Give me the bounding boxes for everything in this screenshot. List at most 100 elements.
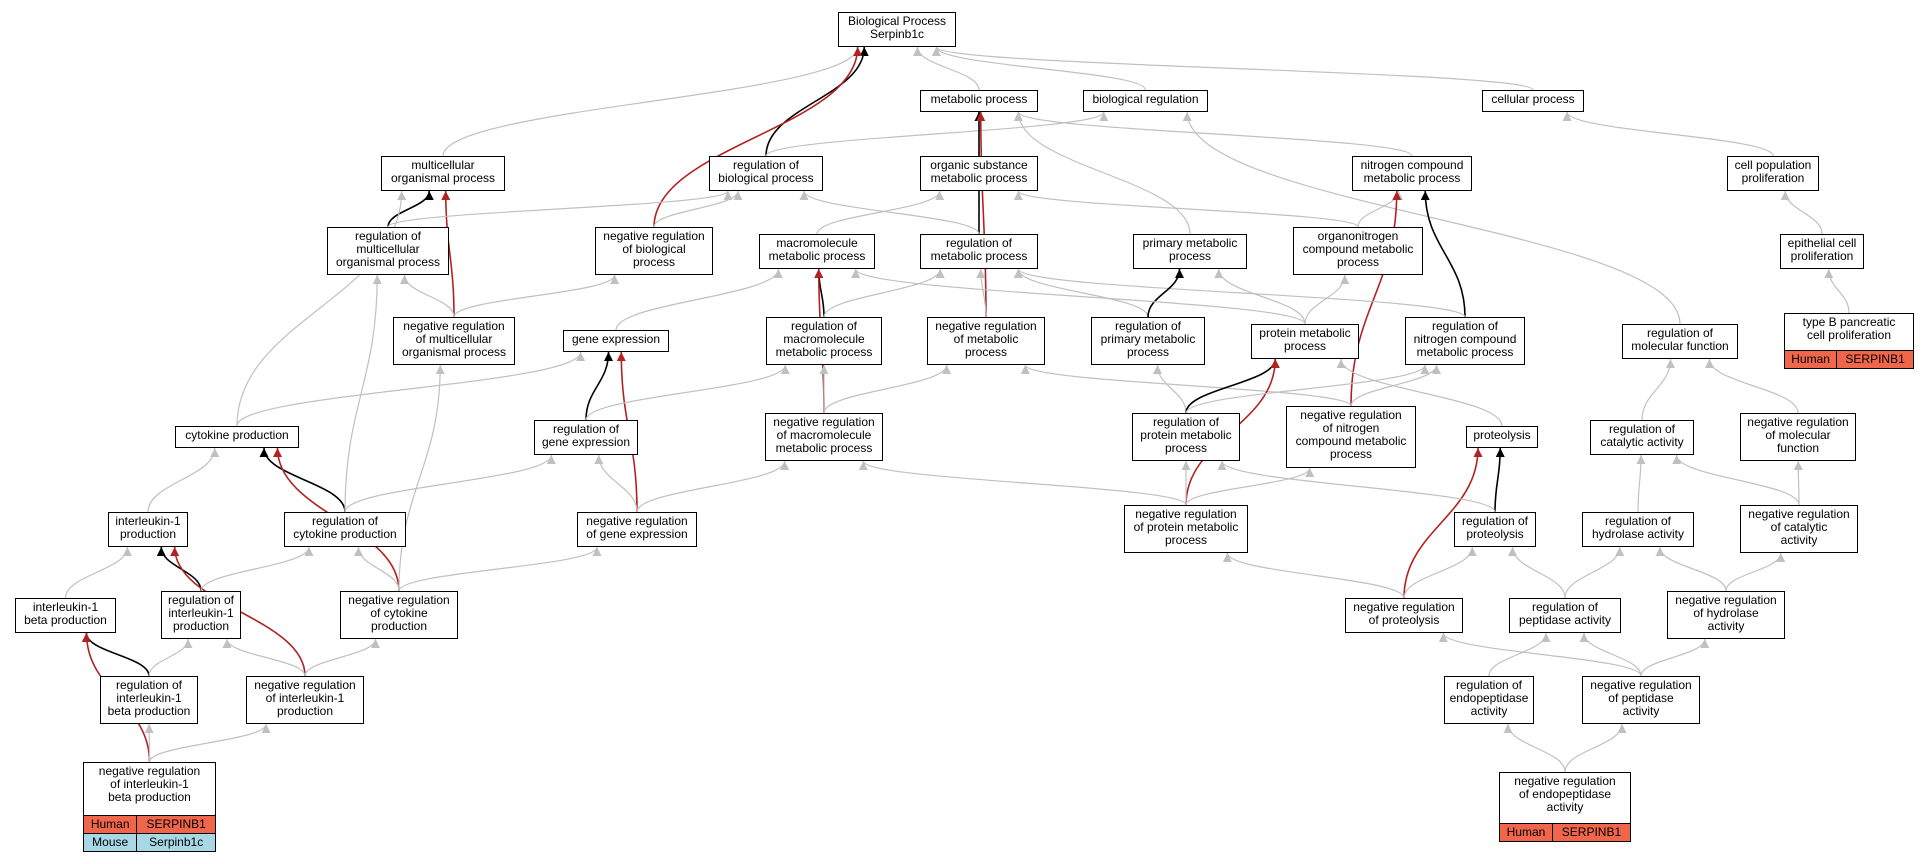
edge-is-a-regprimary-to-regmetab	[1013, 268, 1149, 318]
gene-cell: SERPINB1	[1836, 350, 1914, 369]
edge-is-a-regpep-to-reghydro	[1564, 546, 1625, 599]
edge-negatively-regulates-negnitro-to-nitrogen	[1350, 190, 1402, 407]
node-label-line: negative regulation	[403, 319, 505, 333]
edge-is-a-neghydro-to-reghydro	[1655, 546, 1727, 592]
edge-negatively-regulates-negbio-to-root	[653, 46, 863, 228]
edge-is-a-multicell-to-root	[442, 46, 863, 157]
node-label-line: metabolic process	[1363, 171, 1461, 185]
node-label-line: negative regulation	[254, 678, 356, 692]
edge-is-a-il1-to-cytokine	[147, 447, 220, 513]
node-label-line: process	[1329, 447, 1373, 461]
node-cellular[interactable]: cellular process	[1482, 90, 1584, 112]
node-geneexp[interactable]: gene expression	[563, 330, 669, 352]
node-label-line: of interleukin-1	[110, 777, 189, 791]
edge-is-a-negprot-to-negmacro	[858, 460, 1187, 506]
node-label-line: negative regulation	[1514, 774, 1616, 788]
node-label-line: catalytic activity	[1600, 435, 1684, 449]
edge-is-a-organonit-to-orgsub	[1014, 190, 1359, 228]
node-metabolic[interactable]: metabolic process	[920, 90, 1038, 112]
node-label-line: process	[1164, 441, 1208, 455]
node-label-line: activity	[1546, 800, 1584, 814]
node-label-line: activity	[1707, 619, 1745, 633]
node-label-line: regulation of	[1461, 514, 1529, 528]
edge-is-a-regcyto-to-reggene	[344, 454, 556, 513]
node-bioreg[interactable]: biological regulation	[1083, 90, 1208, 112]
node-label-line: endopeptidase	[1449, 691, 1529, 705]
edge-is-a-neggene-to-reggene	[594, 454, 638, 513]
edge-is-a-il1b-to-il1	[64, 546, 132, 599]
node-label-line: process	[1283, 339, 1327, 353]
edge-is-a-negnitro-to-regnitro	[1350, 364, 1441, 407]
node-proteolysis[interactable]: proteolysis	[1466, 426, 1538, 448]
node-label-line: protein metabolic	[1140, 428, 1232, 442]
node-label-line: cytokine production	[185, 428, 289, 442]
node-label-line: primary metabolic	[1100, 332, 1196, 346]
edge-is-a-reghydro-to-regcat	[1636, 454, 1646, 513]
node-label-line: metabolic process	[1416, 345, 1514, 359]
node-label-line: production	[276, 704, 334, 718]
node-label-line: multicellular	[356, 242, 420, 256]
node-label-line: organonitrogen	[1317, 229, 1399, 243]
node-label-line: process	[1164, 533, 1208, 547]
edge-is-a-regmacro-to-regmetab	[823, 268, 945, 318]
edge-is-a-cellpop-to-cellular	[1562, 111, 1774, 157]
node-label-line: beta production	[108, 790, 191, 804]
node-label-line: nitrogen compound	[1413, 332, 1517, 346]
edge-is-a-negmulti-to-regmulti	[400, 274, 455, 318]
edge-is-a-proteolysis-to-protmetab	[1336, 358, 1503, 427]
node-label-line: interleukin-1	[32, 600, 99, 614]
node-label-line: interleukin-1	[168, 606, 234, 620]
node-label-line: peptidase activity	[1518, 613, 1612, 627]
edge-is-a-primary-to-metabolic	[1013, 111, 1191, 235]
node-label-line: regulation of	[1455, 678, 1523, 692]
node-label-line: of proteolysis	[1368, 613, 1440, 627]
node-cytokine[interactable]: cytokine production	[175, 426, 299, 448]
